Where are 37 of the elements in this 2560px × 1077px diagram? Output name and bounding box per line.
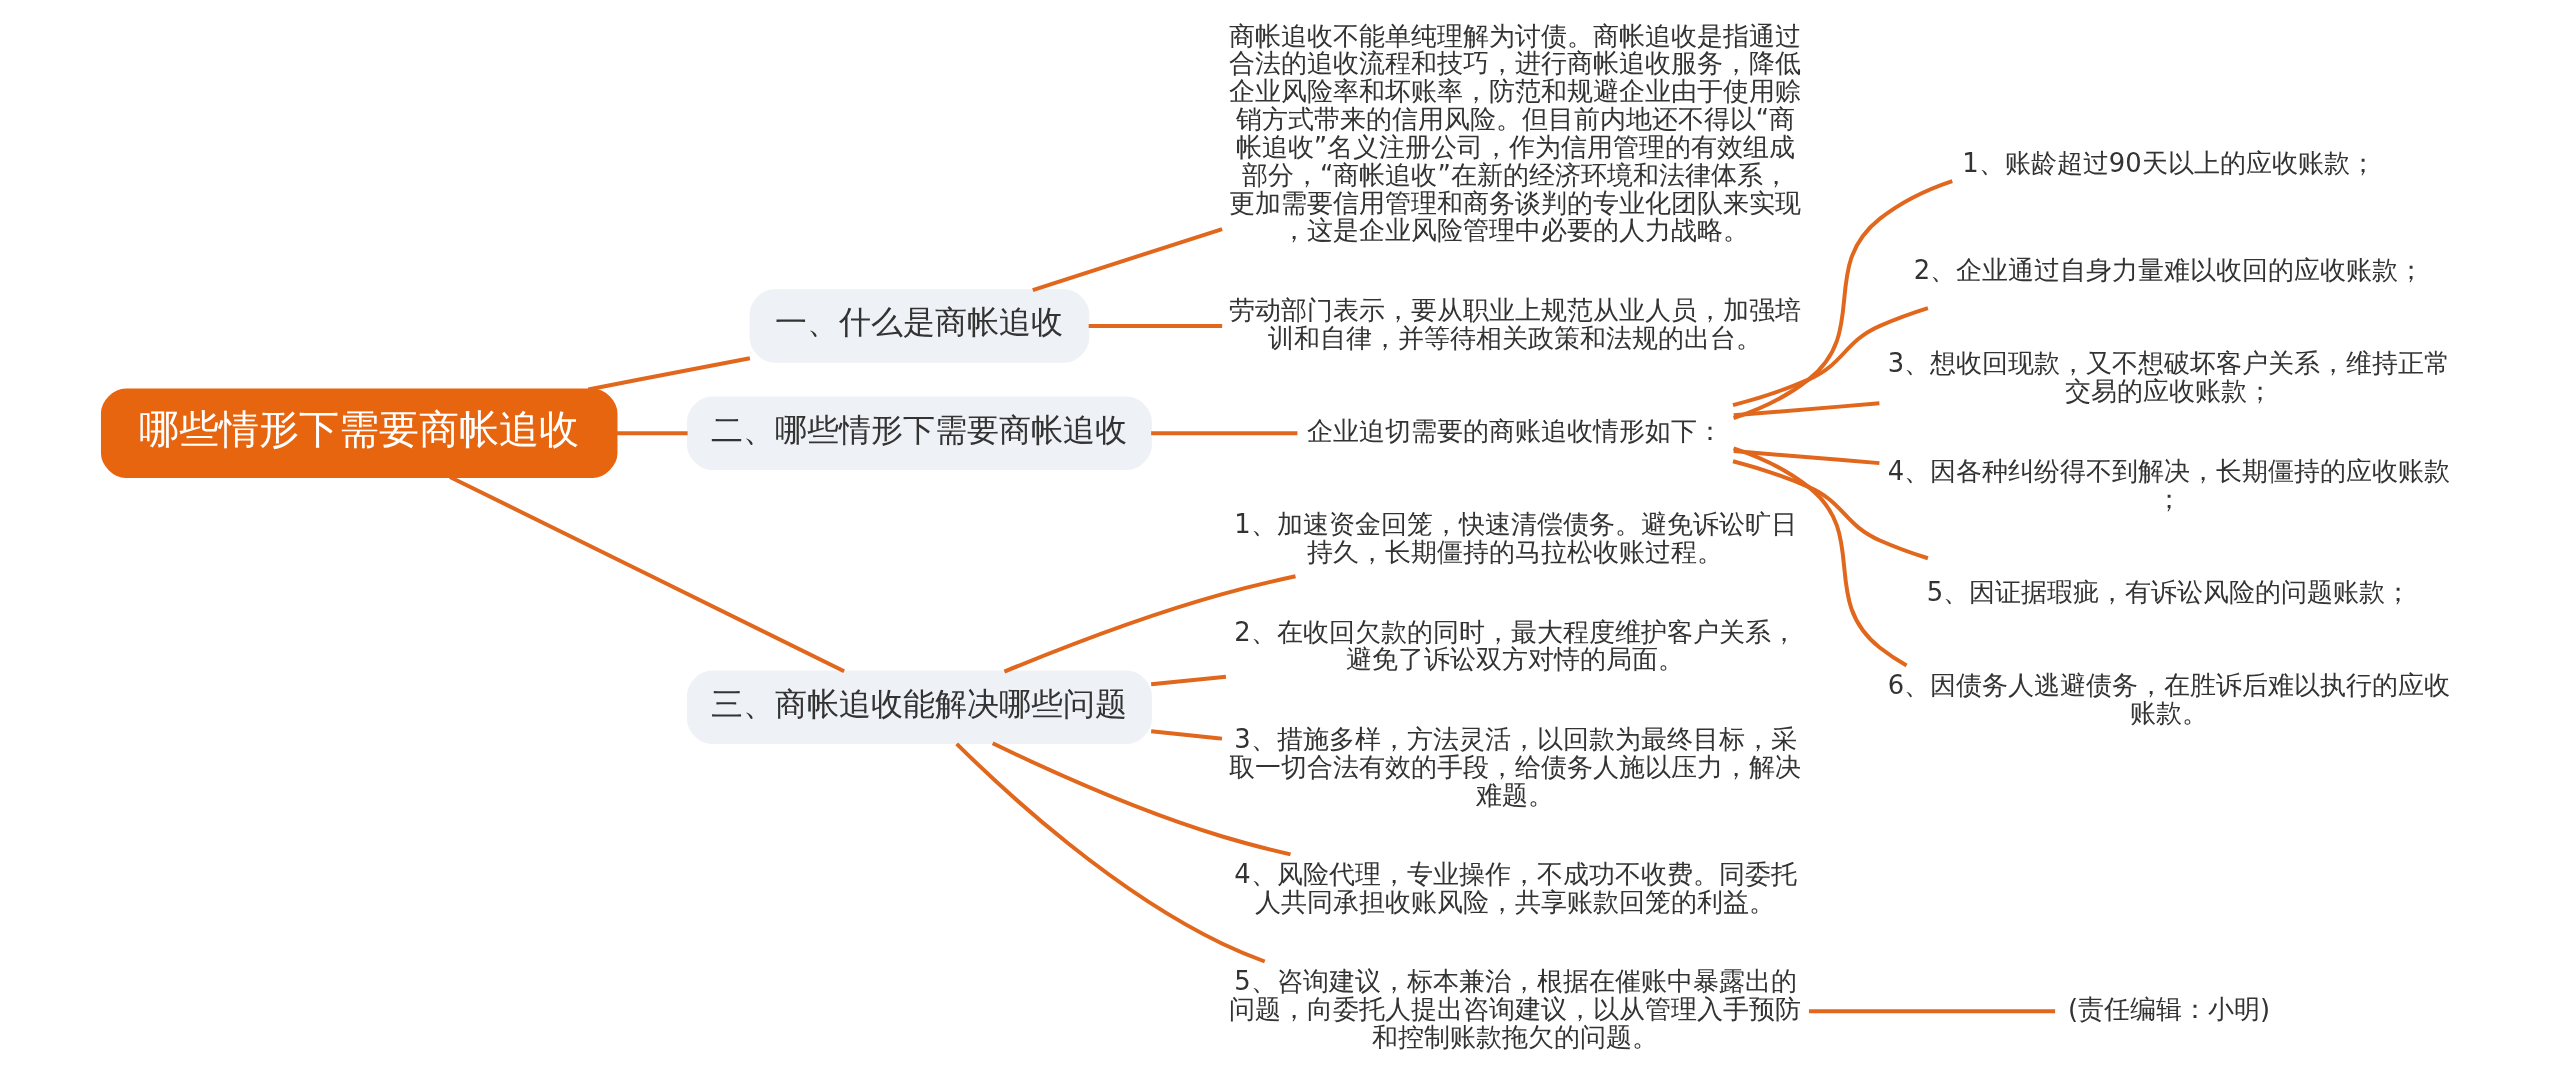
node-text: 1、加速资金回笼，快速清偿债务。避免诉讼旷日持久，长期僵持的马拉松收账过程。 <box>1234 509 1797 568</box>
node-box: 二、哪些情形下需要商帐追收 <box>687 396 1152 470</box>
node-box: 一、什么是商帐追收 <box>749 289 1090 363</box>
node-text: (责任编辑：小明) <box>2067 994 2271 1025</box>
connector <box>1150 729 1223 741</box>
connector <box>1732 179 1953 420</box>
connector <box>1088 323 1223 328</box>
node-text: 6、因债务人逃避债务，在胜诉后难以执行的应收账款。 <box>1887 670 2451 729</box>
node-text: 3、措施多样，方法灵活，以回款为最终目标，采取一切合法有效的手段，给债务人施以压力，解决难题。 <box>1229 723 1802 810</box>
node-text: 2、企业通过自身力量难以收回的应收账款； <box>1913 255 2425 286</box>
node-text: 3、想收回现款，又不想破坏客户关系，维持正常交易的应收账款； <box>1887 348 2451 407</box>
node-text: 劳动部门表示，要从职业上规范从业人员，加强培训和自律，并等待相关政策和法规的出台。 <box>1229 294 1802 353</box>
connector <box>1732 459 1929 561</box>
connector <box>1733 449 1880 466</box>
connector <box>1732 306 1929 408</box>
connector <box>616 431 688 436</box>
node-text: 4、风险代理，专业操作，不成功不收费。同委托人共同承担收账风险，共享账款回笼的利益。 <box>1234 858 1797 917</box>
node-box: 哪些情形下需要商帐追收 <box>100 388 618 478</box>
connector <box>1150 674 1227 687</box>
connector <box>587 356 751 392</box>
node-text: 商帐追收不能单纯理解为讨债。商帐追收是指通过合法的追收流程和技巧，进行商帐追收服务，降低企业风险率和坏账率，防范和规避企业由于使用赊销方式带来的信用风险。但目前内地还不得以“商帐追收”名义注册公司，作为信用管理的有效组成部分，“商帐追收”在新的经济环境和法律体系，更加需要信用管理和商务谈判的专业化团队来实现，这是企业风险管理中必要的人力战略。 <box>1229 20 1802 246</box>
node-text: 企业迫切需要的商账追收情形如下： <box>1307 415 1724 446</box>
node-text: 5、咨询建议，标本兼治，根据在催账中暴露出的问题，向委托人提出咨询建议，以从管理入手预防和控制账款拖欠的问题。 <box>1229 966 1802 1052</box>
node-box: 三、商帐追收能解决哪些问题 <box>687 670 1152 745</box>
node-text: 2、在收回欠款的同时，最大程度维护客户关系，避免了诉讼双方对恃的局面。 <box>1234 616 1797 675</box>
connector <box>1808 1009 2056 1014</box>
connector <box>1732 446 1908 668</box>
connector <box>955 742 1266 964</box>
node-text: 4、因各种纠纷得不到解决，长期僵持的应收账款； <box>1887 455 2451 514</box>
connector <box>1151 431 1298 436</box>
connector <box>449 475 845 673</box>
node-text: 1、账龄超过90天以上的应收账款； <box>1962 147 2376 178</box>
connector <box>1032 227 1223 292</box>
connector <box>1003 574 1296 674</box>
connector <box>1733 401 1880 418</box>
connector <box>991 741 1291 857</box>
node-text: 5、因证据瑕疵，有诉讼风险的问题账款； <box>1926 576 2412 607</box>
